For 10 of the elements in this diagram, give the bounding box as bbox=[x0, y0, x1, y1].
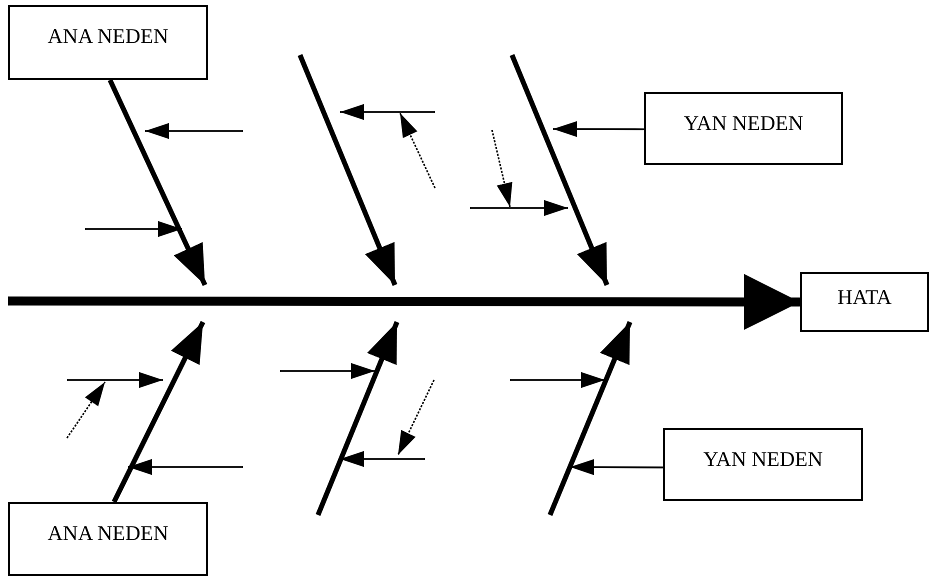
box-label: ANA NEDEN bbox=[48, 25, 168, 48]
box-label: HATA bbox=[837, 286, 892, 310]
box-label: ANA NEDEN bbox=[48, 522, 168, 546]
cause-box bbox=[8, 5, 208, 80]
cause-box bbox=[8, 502, 208, 576]
cause-box bbox=[663, 428, 863, 501]
box-label: YAN NEDEN bbox=[703, 448, 823, 472]
box-label: YAN NEDEN bbox=[684, 112, 804, 136]
cause-box bbox=[800, 272, 929, 332]
cause-box bbox=[644, 92, 843, 165]
